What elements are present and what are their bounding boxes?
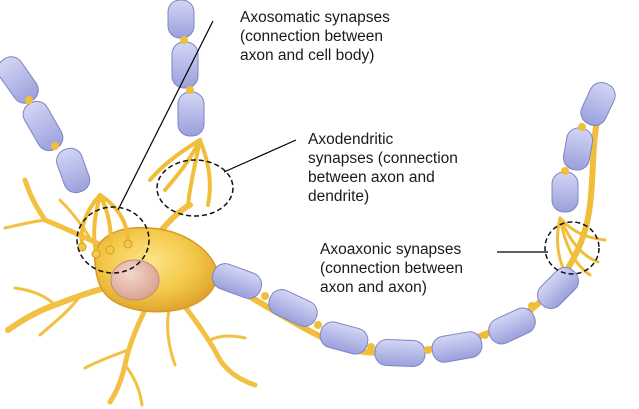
myelin-axon-3 [552,79,619,212]
axoaxonic-label: Axoaxonic synapses (connection between a… [320,240,463,297]
axodendritic-leader [224,140,296,172]
axosomatic-label-line2: (connection between [240,27,390,46]
axodendritic-label-line1: Axodendritic [308,130,458,149]
axosomatic-label-line3: axon and cell body) [240,46,390,65]
axodendritic-label-line2: synapses (connection [308,149,458,168]
axodendritic-label: Axodendritic synapses (connection betwee… [308,130,458,206]
axosomatic-label: Axosomatic synapses (connection between … [240,8,390,65]
myelin-axon-1 [0,52,93,196]
axoaxonic-label-line1: Axoaxonic synapses [320,240,463,259]
axodendritic-label-line3: between axon and [308,168,458,187]
myelin-axon-2 [168,0,204,136]
axoaxonic-label-line2: (connection between [320,259,463,278]
nucleus [111,260,159,300]
axosomatic-label-line1: Axosomatic synapses [240,8,390,27]
axoaxonic-label-line3: axon and axon) [320,278,463,297]
axodendritic-label-line4: dendrite) [308,187,458,206]
